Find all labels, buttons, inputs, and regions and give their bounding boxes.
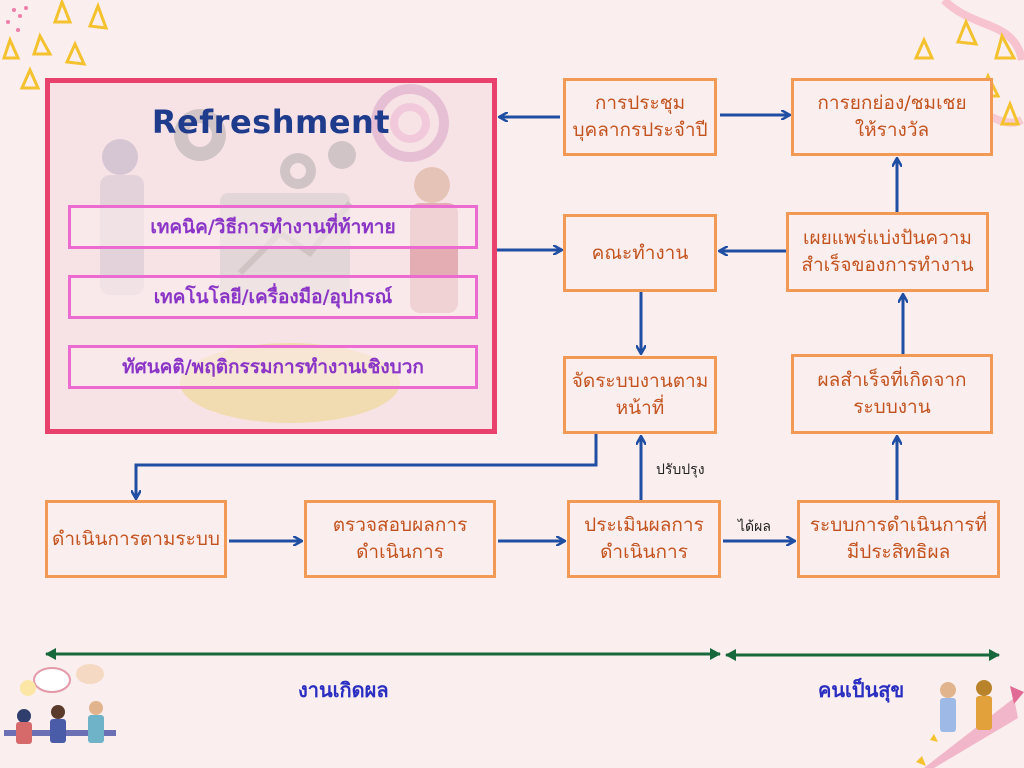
recognition-box: การยกย่อง/ชมเชยให้รางวัล bbox=[791, 78, 993, 156]
system-results-box: ผลสำเร็จที่เกิดจากระบบงาน bbox=[791, 354, 993, 434]
execute-box: ดำเนินการตามระบบ bbox=[45, 500, 227, 578]
box-line: การยกย่อง/ชมเชย bbox=[817, 92, 967, 114]
refreshment-item-label: เทคโนโลยี/เครื่องมือ/อุปกรณ์ bbox=[153, 286, 393, 308]
illustration-people-bottom-left bbox=[4, 664, 116, 744]
box-line: ผลสำเร็จที่เกิดจาก bbox=[817, 369, 967, 391]
bottom-label-happiness: คนเป็นสุข bbox=[818, 678, 905, 702]
assign-system-box: จัดระบบงานตามหน้าที่ bbox=[563, 356, 717, 434]
box-line: ให้รางวัล bbox=[854, 119, 930, 141]
refreshment-item-label: เทคนิค/วิธีการทำงานที่ท้าทาย bbox=[150, 216, 396, 238]
box-line: จัดระบบงานตาม bbox=[571, 370, 709, 392]
box-line: ดำเนินการ bbox=[356, 541, 444, 563]
box-line: ตรวจสอบผลการ bbox=[332, 514, 468, 536]
refreshment-item-technology: เทคโนโลยี/เครื่องมือ/อุปกรณ์ bbox=[68, 275, 478, 319]
annual-meeting-box: การประชุมบุคลากรประจำปี bbox=[563, 78, 717, 156]
refreshment-item-attitude: ทัศนคติ/พฤติกรรมการทำงานเชิงบวก bbox=[68, 345, 478, 389]
box-line: ประเมินผลการ bbox=[584, 514, 704, 536]
arrow-assign-to-execute bbox=[136, 434, 598, 497]
evaluate-box: ประเมินผลการดำเนินการ bbox=[567, 500, 721, 578]
illustration-handshake-bottom-right bbox=[916, 680, 1024, 768]
box-line: หน้าที่ bbox=[615, 397, 665, 419]
box-line: ดำเนินการ bbox=[600, 541, 688, 563]
box-line: บุคลากรประจำปี bbox=[572, 119, 708, 141]
working-team-box: คณะทำงาน bbox=[563, 214, 717, 292]
box-line: คณะทำงาน bbox=[591, 241, 689, 264]
refreshment-panel: Refreshment เทคนิค/วิธีการทำงานที่ท้าทาย… bbox=[45, 78, 497, 434]
decorative-triangles-top-left bbox=[1, 0, 109, 90]
refreshment-item-label: ทัศนคติ/พฤติกรรมการทำงานเชิงบวก bbox=[122, 356, 424, 378]
box-line: ระบบการดำเนินการที่ bbox=[809, 514, 988, 536]
box-line: สำเร็จของการทำงาน bbox=[801, 254, 974, 276]
box-line: การประชุม bbox=[594, 92, 686, 114]
box-line: ระบบงาน bbox=[853, 396, 931, 418]
box-line: เผยแพร่แบ่งปันความ bbox=[803, 227, 972, 249]
refreshment-item-techniques: เทคนิค/วิธีการทำงานที่ท้าทาย bbox=[68, 205, 478, 249]
effective-system-box: ระบบการดำเนินการที่มีประสิทธิผล bbox=[797, 500, 1000, 578]
box-line: มีประสิทธิผล bbox=[846, 541, 951, 563]
refreshment-title: Refreshment bbox=[151, 103, 391, 141]
bottom-label-results: งานเกิดผล bbox=[298, 678, 389, 702]
edge-label-improve: ปรับปรุง bbox=[656, 462, 705, 478]
dissemination-box: เผยแพร่แบ่งปันความสำเร็จของการทำงาน bbox=[786, 212, 989, 292]
box-line: ดำเนินการตามระบบ bbox=[52, 527, 220, 550]
edge-label-achieved: ได้ผล bbox=[738, 519, 771, 535]
check-box: ตรวจสอบผลการดำเนินการ bbox=[304, 500, 496, 578]
